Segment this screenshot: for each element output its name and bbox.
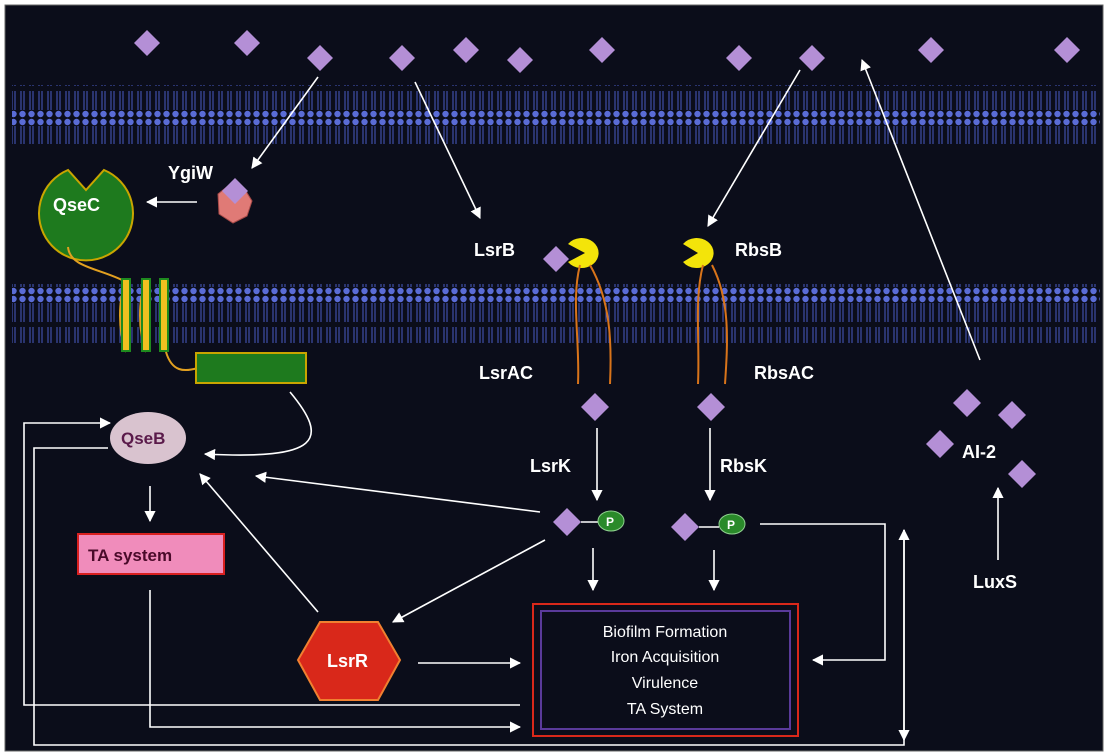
qsec-transmembrane-helices: [119, 278, 169, 353]
ai2-diamond-icon: [389, 45, 415, 71]
qsec-label: QseC: [53, 195, 100, 215]
lsrr-repressor: [296, 621, 402, 701]
ai2-diamond-icon: [234, 30, 260, 56]
ai2-cluster: [926, 389, 1036, 488]
lsrb-binding-protein: [543, 238, 599, 272]
ta-system-box: [77, 533, 225, 575]
rbsb-binding-protein: [683, 238, 714, 269]
luxs-label: LuxS: [973, 572, 1017, 592]
output-ta-system: TA System: [627, 701, 703, 718]
rbsac-transporter: [696, 264, 728, 385]
qseb-label: QseB: [121, 429, 165, 448]
ai2-diamond-icon: [726, 45, 752, 71]
ai2-diamond-icon: [998, 401, 1026, 429]
outer-membrane: [12, 85, 1100, 144]
receptor-pacman-icon: [38, 168, 134, 262]
ai2-diamond-icon: [222, 178, 248, 204]
qsec-kinase-domain: [195, 352, 307, 384]
qsec-cytoplasmic-linker: [165, 351, 199, 371]
lsrac-label: LsrAC: [479, 363, 533, 383]
ai2-diamond-icon: [553, 508, 581, 536]
qseb-regulator: [110, 412, 186, 464]
lsrb-label: LsrB: [474, 240, 515, 260]
phosphate-icon: [597, 510, 625, 532]
ai2-diamond-icon: [697, 393, 725, 421]
ai2-diamond-icon: [1008, 460, 1036, 488]
ai2-diamond-icon: [1054, 37, 1080, 63]
ta-system-label: TA system: [88, 546, 172, 565]
ai2-diamond-icon: [581, 393, 609, 421]
phospho-ai2-rbs: P: [671, 513, 746, 541]
receptor-pacman-icon: [683, 238, 714, 269]
output-virulence: Virulence: [632, 675, 699, 692]
phosphate-label: P: [606, 515, 614, 529]
phenotype-output-box: [532, 603, 799, 737]
ai2-diamond-icon: [926, 430, 954, 458]
ai2-diamond-icon: [543, 246, 569, 272]
ai2-diamond-icon: [453, 37, 479, 63]
phenotype-output-inner: [540, 610, 791, 730]
output-biofilm: Biofilm Formation: [603, 624, 727, 641]
lsrk-label: LsrK: [530, 456, 571, 476]
ai2-diamond-icon: [671, 513, 699, 541]
ai2-diamond-icon: [918, 37, 944, 63]
ai2-label: AI-2: [962, 442, 996, 462]
ygiw-label: YgiW: [168, 163, 213, 183]
qsec-receptor: QseC: [38, 168, 134, 262]
output-iron: Iron Acquisition: [611, 649, 720, 666]
phosphate-icon: [718, 513, 746, 535]
ai2-diamond-icon: [134, 30, 160, 56]
receptor-pacman-icon: [568, 238, 599, 269]
qsec-linker: [67, 246, 127, 283]
ai2-diamond-icon: [953, 389, 981, 417]
rbsb-label: RbsB: [735, 240, 782, 260]
rbsk-label: RbsK: [720, 456, 767, 476]
rbsac-label: RbsAC: [754, 363, 814, 383]
phospho-ai2-lsr: P: [553, 508, 625, 536]
ai2-diamond-icon: [799, 45, 825, 71]
inner-membrane: [12, 284, 1100, 343]
ai2-diamond-icon: [307, 45, 333, 71]
ai2-diamond-icon: [507, 47, 533, 73]
ai2-diamond-icon: [589, 37, 615, 63]
phosphate-label: P: [727, 518, 735, 532]
extracellular-ai2-group: [134, 30, 1080, 73]
ygiw-protein: [217, 178, 253, 224]
lsrr-label: LsrR: [327, 651, 368, 671]
lsrac-transporter: [574, 264, 612, 385]
